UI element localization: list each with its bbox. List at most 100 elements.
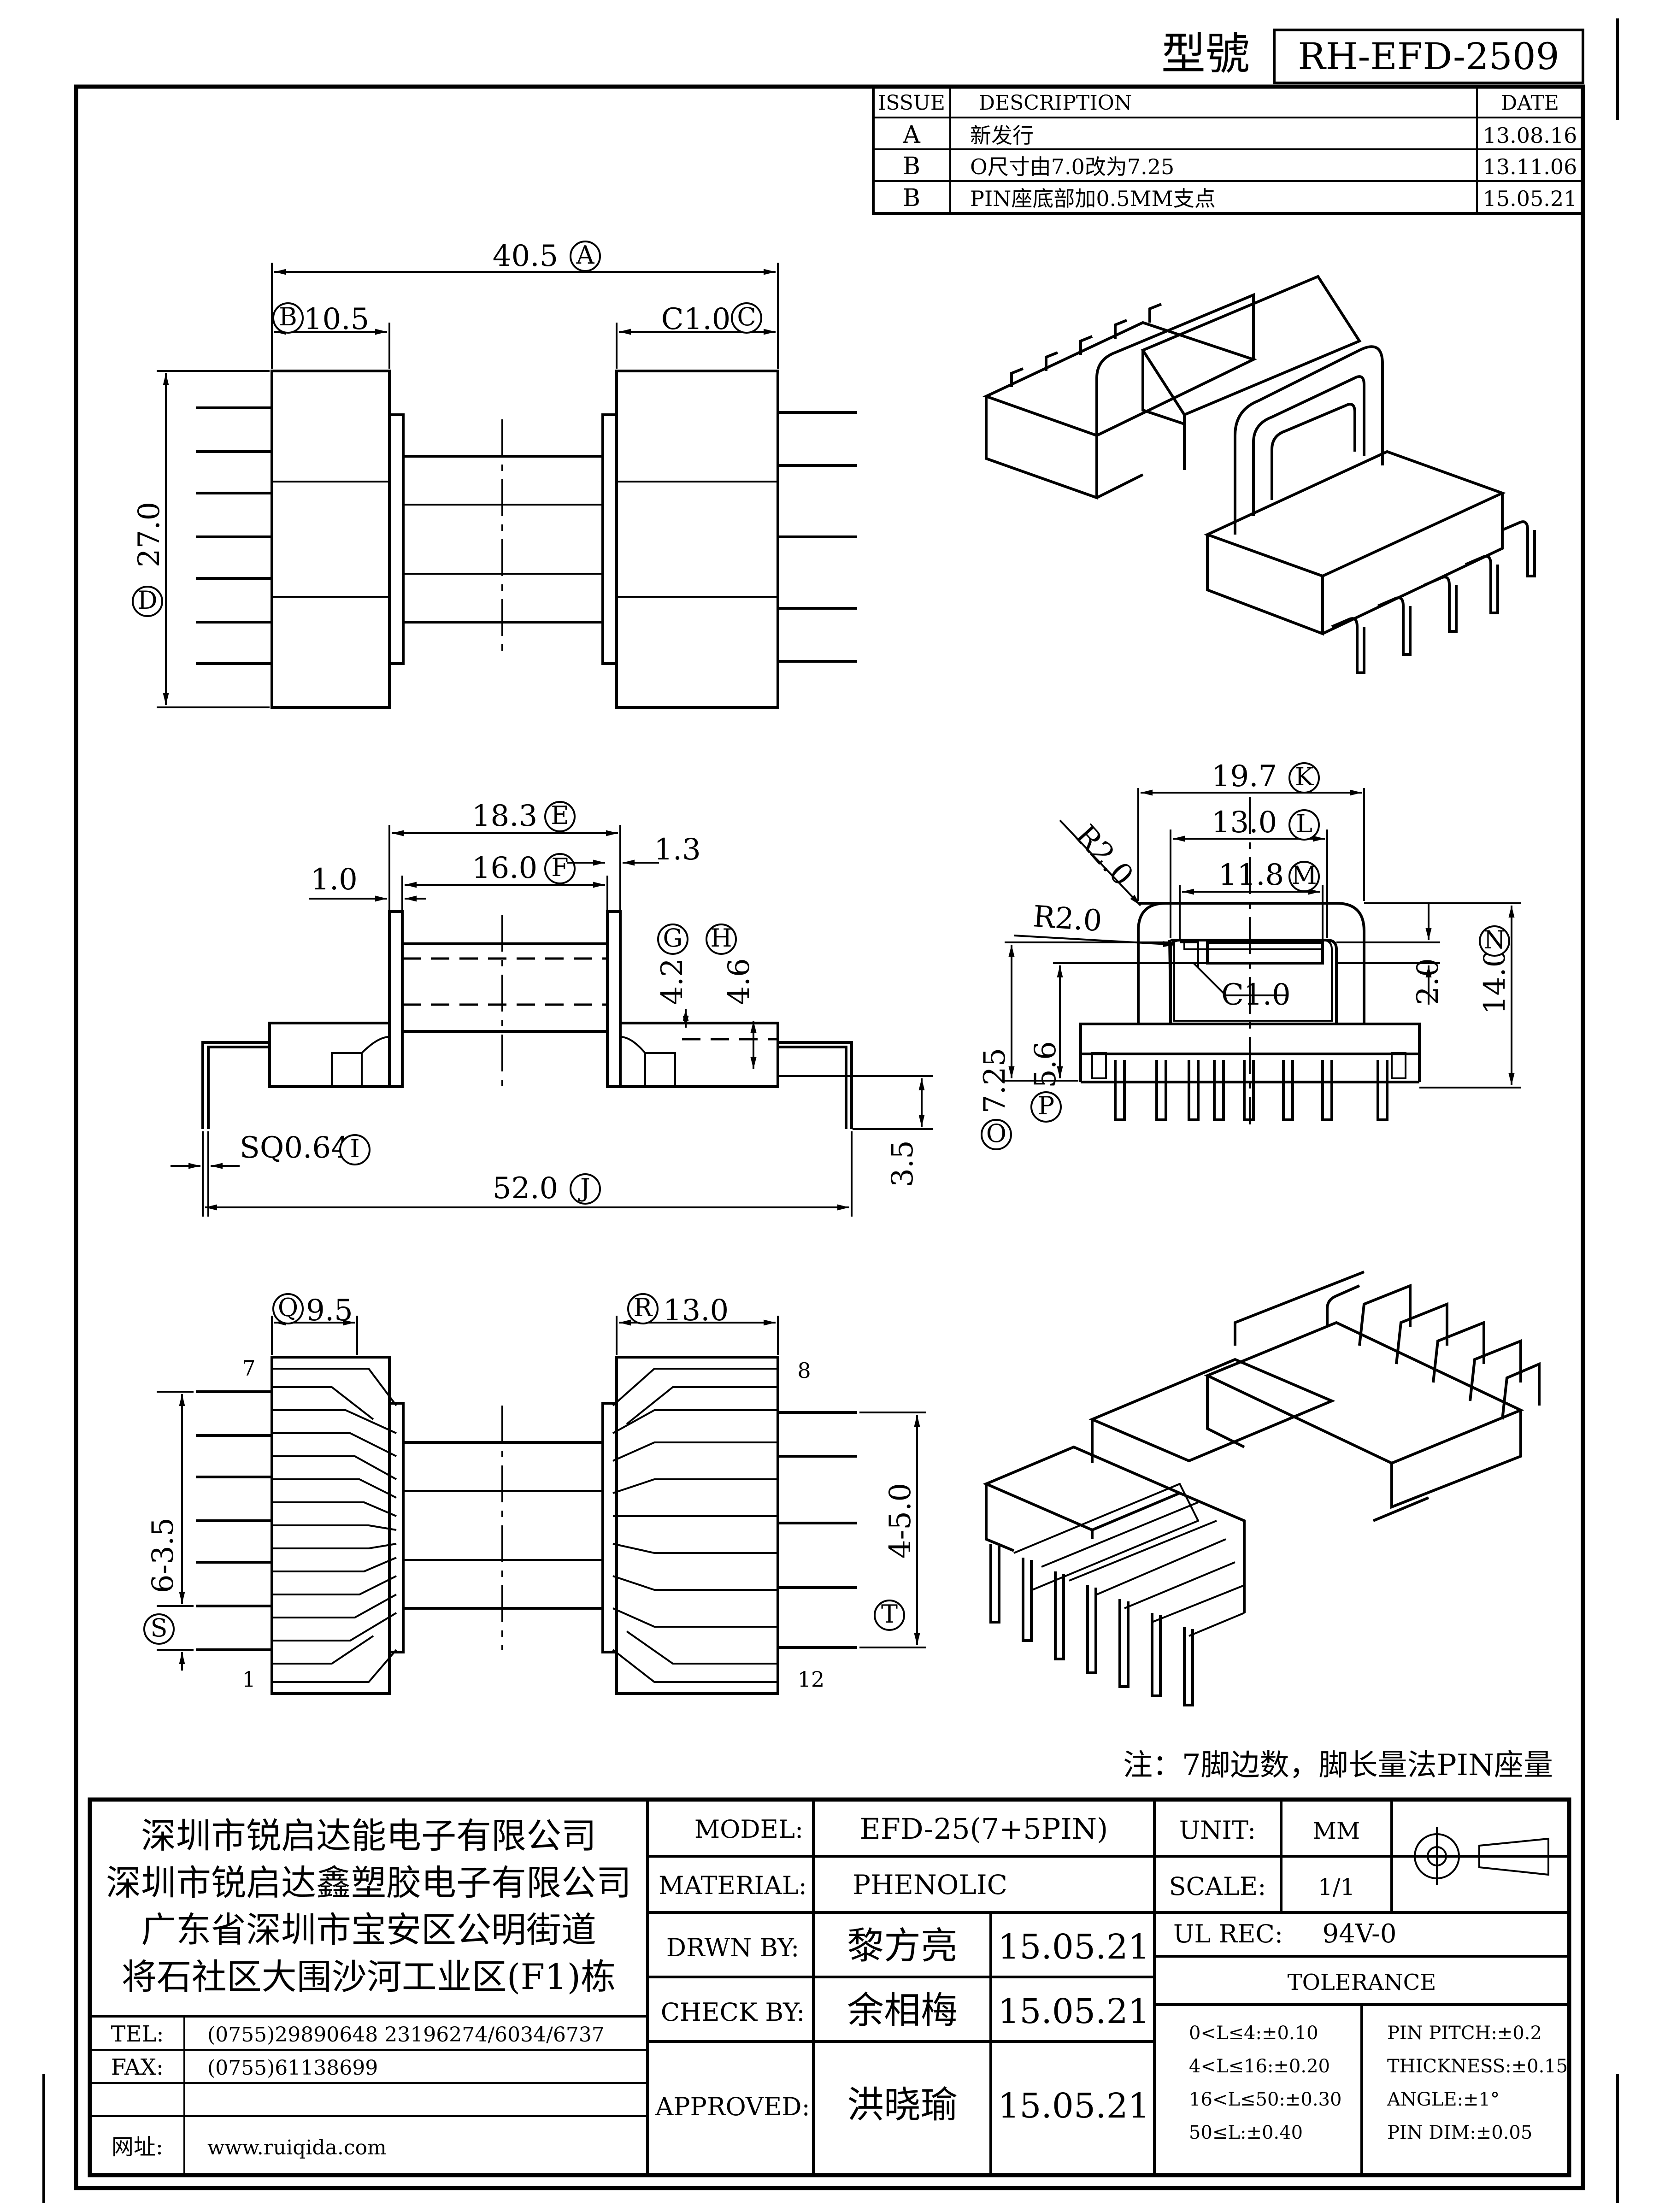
tolerance-right-4: PIN DIM:±0.05 <box>1387 2122 1532 2143</box>
unit-value: MM <box>1313 1818 1360 1844</box>
dim-N-value: 14.0 <box>1478 949 1512 1015</box>
dim-E-letter: E <box>551 801 569 830</box>
title-block: 深圳市锐启达能电子有限公司 深圳市锐启达鑫塑胶电子有限公司 广东省深圳市宝安区公… <box>88 1797 1571 2177</box>
dim-pin-length: 3.5 <box>886 1140 920 1187</box>
check-date: 15.05.21 <box>998 1992 1150 2031</box>
dim-J-value: 52.0 <box>493 1171 559 1206</box>
fax-value: (0755)61138699 <box>207 2056 378 2080</box>
dim-K-letter: K <box>1295 762 1314 791</box>
dim-A-value: 40.5 <box>493 239 559 273</box>
model-label: MODEL: <box>694 1815 803 1844</box>
right-fins <box>612 1368 778 1683</box>
web-value: www.ruiqida.com <box>207 2136 387 2159</box>
rev-row-description: 新发行 <box>970 123 1034 148</box>
tolerance-left-4: 50≤L:±0.40 <box>1189 2122 1303 2143</box>
tel-label: TEL: <box>111 2021 164 2047</box>
rev-row-issue: B <box>903 184 920 212</box>
right-pins <box>778 411 857 663</box>
dim-B-value: 10.5 <box>304 302 370 336</box>
scale-value: 1/1 <box>1318 1874 1355 1900</box>
ul-label: UL REC: <box>1173 1919 1283 1948</box>
dim-T-letter: T <box>881 1600 898 1629</box>
dim-L-letter: L <box>1296 809 1312 838</box>
dim-S-value: 6-3.5 <box>146 1518 180 1593</box>
isometric-view-top <box>982 275 1536 674</box>
sheet-border <box>42 18 1619 2203</box>
approved-value: 洪晓瑜 <box>847 2083 958 2126</box>
dim-radius-inner: R2.0 <box>1032 900 1103 938</box>
bottom-left-pins <box>196 1390 272 1651</box>
dim-R-value: 13.0 <box>663 1294 729 1328</box>
dim-L-value: 13.0 <box>1212 806 1277 840</box>
dim-M-letter: M <box>1291 861 1317 890</box>
rev-row-issue: A <box>902 121 921 149</box>
rev-row-date: 15.05.21 <box>1483 186 1577 211</box>
dim-J-letter: J <box>578 1173 590 1202</box>
rev-row-date: 13.11.06 <box>1483 154 1577 179</box>
dim-G-letter: G <box>663 924 682 953</box>
material-label: MATERIAL: <box>659 1871 807 1900</box>
dim-F-value: 16.0 <box>472 851 538 885</box>
dim-T-value: 4-5.0 <box>883 1483 918 1559</box>
dim-N-letter: N <box>1483 925 1505 954</box>
web-label: 网址: <box>112 2134 163 2160</box>
revision-table: ISSUE DESCRIPTION DATE A 新发行 13.08.16 B … <box>872 85 1584 215</box>
dim-I-letter: I <box>350 1134 359 1163</box>
company-line-1: 深圳市锐启达能电子有限公司 <box>141 1815 596 1856</box>
company-line-4: 将石社区大围沙河工业区(F1)栋 <box>122 1956 616 1997</box>
dim-K-value: 19.7 <box>1212 759 1277 794</box>
dim-right-value: 1.3 <box>654 833 701 867</box>
dim-A-letter: A <box>576 241 595 270</box>
title-box: 型號 RH-EFD-2509 <box>1161 28 1584 84</box>
dim-slot: 2.0 <box>1411 958 1445 1005</box>
dim-radius-outer: R2.0 <box>1068 818 1140 893</box>
pin-number-12: 12 <box>798 1667 825 1692</box>
drawn-label: DRWN BY: <box>666 1933 800 1962</box>
pin-number-7: 7 <box>242 1356 255 1381</box>
top-view: 40.5 A B 10.5 C1.0 C 27.0 D <box>132 239 857 709</box>
rev-header-date: DATE <box>1501 91 1559 115</box>
unit-label: UNIT: <box>1179 1816 1256 1845</box>
left-fins <box>272 1368 397 1683</box>
tolerance-left-2: 4<L≤16:±0.20 <box>1189 2056 1330 2077</box>
check-label: CHECK BY: <box>661 1998 805 2027</box>
dim-M-value: 11.8 <box>1218 858 1284 892</box>
pin-number-1: 1 <box>242 1667 255 1692</box>
bottom-right-pins <box>778 1411 857 1649</box>
company-line-2: 深圳市锐启达鑫塑胶电子有限公司 <box>106 1862 631 1903</box>
tolerance-label: TOLERANCE <box>1288 1970 1436 1995</box>
scale-label: SCALE: <box>1169 1872 1266 1901</box>
rev-row-description: PIN座底部加0.5MM支点 <box>970 186 1216 211</box>
drawn-date: 15.05.21 <box>998 1927 1150 1967</box>
dim-F-letter: F <box>551 853 568 882</box>
company-line-3: 广东省深圳市宝安区公明街道 <box>141 1909 596 1950</box>
tolerance-right-1: PIN PITCH:±0.2 <box>1387 2023 1542 2044</box>
projection-symbol-icon <box>1408 1827 1560 1885</box>
tolerance-left-3: 16<L≤50:±0.30 <box>1189 2089 1341 2110</box>
dim-P-value: 5.6 <box>1029 1041 1063 1088</box>
dim-H-letter: H <box>710 924 732 953</box>
note-text: 注：7脚边数，脚长量法PIN座量 <box>1123 1748 1553 1783</box>
side-view: 19.7 K 13.0 L 11.8 M R2.0 R2.0 C1.0 2.0 <box>978 759 1521 1150</box>
dim-O-value: 7.25 <box>978 1048 1012 1114</box>
dim-S-letter: S <box>151 1613 168 1642</box>
material-value: PHENOLIC <box>853 1869 1007 1900</box>
fax-label: FAX: <box>111 2054 164 2080</box>
dim-B-letter: B <box>279 302 297 331</box>
dim-D-value: 27.0 <box>132 502 166 568</box>
approved-label: APPROVED: <box>655 2092 810 2121</box>
rev-row-description: O尺寸由7.0改为7.25 <box>970 154 1174 179</box>
check-value: 余相梅 <box>847 1989 958 2032</box>
dim-R-letter: R <box>634 1293 653 1322</box>
side-pins <box>1114 1060 1388 1121</box>
dim-P-letter: P <box>1038 1091 1054 1120</box>
rev-row-date: 13.08.16 <box>1483 123 1577 148</box>
model-number: RH-EFD-2509 <box>1298 35 1559 78</box>
drawn-value: 黎方亮 <box>847 1924 958 1967</box>
rev-header-issue: ISSUE <box>878 91 945 115</box>
dim-I-value: SQ0.64 <box>240 1131 350 1165</box>
model-value: EFD-25(7+5PIN) <box>860 1812 1108 1846</box>
dim-chamfer: C1.0 <box>1221 978 1291 1012</box>
dim-G-value: 4.2 <box>655 958 689 1005</box>
